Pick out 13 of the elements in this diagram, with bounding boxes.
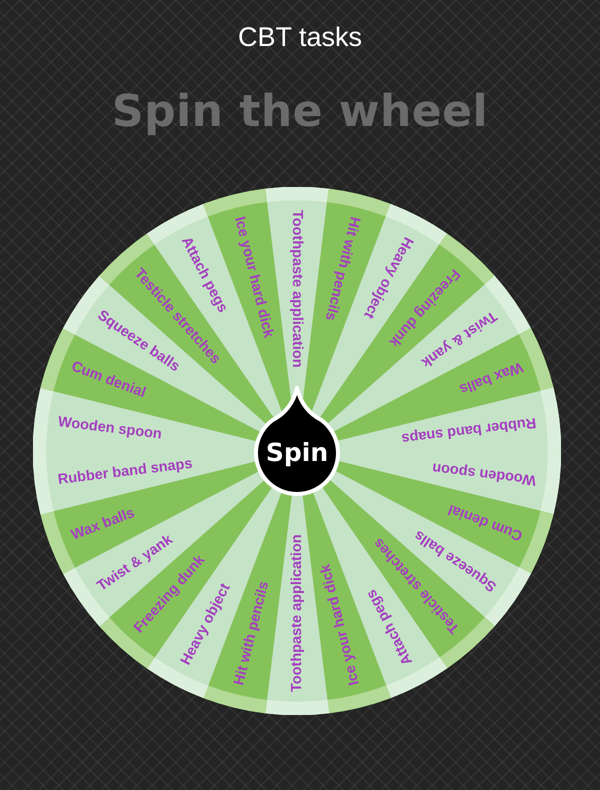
segment-label: Hit with pencils bbox=[320, 214, 364, 322]
segment-label: Hit with pencils bbox=[230, 580, 274, 688]
segment-label: Cum denial bbox=[68, 357, 148, 402]
segment-label: Wooden spoon bbox=[56, 413, 163, 444]
segment-label: Wax balls bbox=[68, 504, 137, 545]
segment-label: Toothpaste application bbox=[288, 210, 306, 368]
segment-label: Cum denial bbox=[446, 500, 526, 545]
segment-label: Wax balls bbox=[457, 357, 526, 398]
wheel-heading: Spin the wheel bbox=[112, 86, 488, 138]
spin-button: Spin bbox=[252, 384, 342, 498]
segment-label: Toothpaste application bbox=[288, 534, 306, 692]
page-title: CBT tasks bbox=[238, 21, 362, 54]
segment-label: Wooden spoon bbox=[431, 458, 538, 489]
